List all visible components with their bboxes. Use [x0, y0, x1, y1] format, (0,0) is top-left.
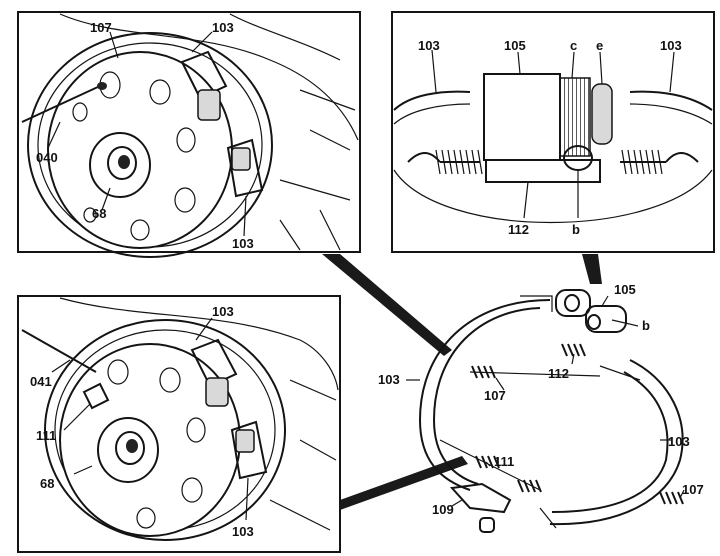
connector-top-right — [582, 254, 602, 284]
callout-b: b — [572, 222, 580, 237]
callout-107: 107 — [484, 388, 506, 403]
callout-103: 103 — [418, 38, 440, 53]
callout-041: 041 — [30, 374, 52, 389]
callout-103: 103 — [212, 20, 234, 35]
callout-103: 103 — [668, 434, 690, 449]
callout-103: 103 — [232, 236, 254, 251]
panel-bottom-left — [17, 295, 341, 553]
callout-68: 68 — [92, 206, 106, 221]
panel-top-right — [391, 11, 715, 253]
callout-105: 105 — [614, 282, 636, 297]
labels-exploded: 105 b 103 112 107 103 111 107 109 — [378, 282, 704, 517]
exploded-view — [406, 289, 685, 533]
callout-107: 107 — [682, 482, 704, 497]
callout-b: b — [642, 318, 650, 333]
callout-040: 040 — [36, 150, 58, 165]
callout-c: c — [570, 38, 577, 53]
labels-bottom-left: 103 041 111 68 103 — [30, 304, 254, 539]
callout-111: 111 — [36, 428, 56, 443]
callout-103: 103 — [378, 372, 400, 387]
callout-107: 107 — [90, 20, 112, 35]
labels-top-left: 107 103 040 68 103 — [36, 20, 254, 251]
callout-103: 103 — [212, 304, 234, 319]
panel-top-left — [17, 11, 361, 258]
callout-68: 68 — [40, 476, 54, 491]
callout-e: e — [596, 38, 603, 53]
callout-103: 103 — [232, 524, 254, 539]
callout-103: 103 — [660, 38, 682, 53]
callout-105: 105 — [504, 38, 526, 53]
callout-109: 109 — [432, 502, 454, 517]
labels-top-right: 103 105 c e 103 112 b — [418, 38, 682, 237]
connector-top-left — [322, 254, 452, 356]
callout-112: 112 — [508, 222, 529, 237]
callout-111: 111 — [494, 454, 514, 469]
callout-112: 112 — [548, 366, 569, 381]
